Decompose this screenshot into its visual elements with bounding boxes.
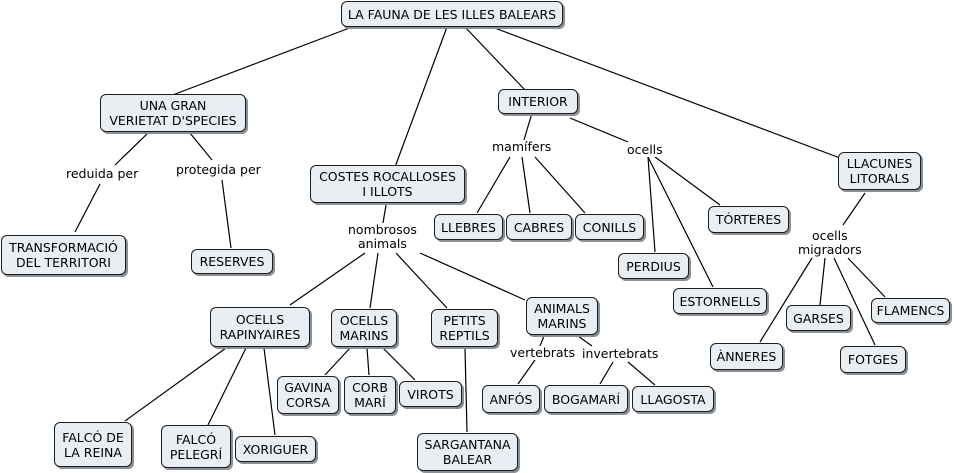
- concept-perdius[interactable]: PERDIUS: [618, 253, 689, 279]
- concept-torteres[interactable]: TÓRTERES: [708, 206, 789, 233]
- concept-fotges[interactable]: FOTGES: [840, 346, 906, 373]
- link-invertebrats: invertebrats: [581, 346, 660, 361]
- link-vertebrats: vertebrats: [509, 345, 576, 360]
- concept-llagosta[interactable]: LLAGOSTA: [632, 386, 714, 412]
- concept-xoriguer[interactable]: XORIGUER: [235, 436, 316, 462]
- concept-anfos[interactable]: ANFÓS: [482, 385, 540, 413]
- link-mamifers: mamífers: [491, 139, 553, 154]
- concept-costes[interactable]: COSTES ROCALLOSES I ILLOTS: [310, 165, 465, 203]
- concept-reserves[interactable]: RESERVES: [191, 249, 273, 274]
- link-ocells-interior: ocells: [626, 142, 664, 157]
- concept-conills[interactable]: CONILLS: [575, 214, 644, 240]
- concept-llebres[interactable]: LLEBRES: [434, 214, 503, 240]
- link-protegida-per: protegida per: [175, 162, 262, 177]
- concept-virots[interactable]: VIROTS: [399, 381, 462, 407]
- concept-corb[interactable]: CORB MARÍ: [344, 376, 396, 414]
- concept-sargantana[interactable]: SARGANTANA BALEAR: [417, 433, 518, 471]
- concept-falco-pelegri[interactable]: FALCÓ PELEGRÍ: [161, 425, 231, 468]
- link-ocells-migradors: ocells migradors: [797, 228, 863, 257]
- concept-bogamari[interactable]: BOGAMARÍ: [544, 385, 628, 413]
- concept-llacunes[interactable]: LLACUNES LITORALS: [838, 152, 921, 190]
- concept-rapinyaires[interactable]: OCELLS RAPINYAIRES: [210, 307, 310, 347]
- concept-gavina[interactable]: GAVINA CORSA: [277, 376, 339, 414]
- concept-root[interactable]: LA FAUNA DE LES ILLES BALEARS: [341, 1, 563, 27]
- concept-estornells[interactable]: ESTORNELLS: [673, 288, 767, 314]
- link-reduida-per: reduida per: [65, 166, 140, 181]
- concept-transformacio[interactable]: TRANSFORMACIÓ DEL TERRITORI: [1, 235, 126, 275]
- concept-animals-marins[interactable]: ANIMALS MARINS: [526, 297, 598, 335]
- concept-ocells-marins[interactable]: OCELLS MARINS: [331, 309, 397, 347]
- concept-interior[interactable]: INTERIOR: [498, 89, 578, 114]
- concept-falco-reina[interactable]: FALCÓ DE LA REINA: [54, 422, 132, 467]
- concept-petits-reptils[interactable]: PETITS REPTILS: [431, 309, 498, 347]
- concept-garses[interactable]: GARSES: [786, 305, 851, 331]
- concept-flamencs[interactable]: FLAMENCS: [871, 298, 950, 323]
- concept-cabres[interactable]: CABRES: [506, 214, 572, 240]
- link-nombrosos-animals: nombrosos animals: [347, 222, 418, 251]
- concept-varietat[interactable]: UNA GRAN VERIETAT D'SPECIES: [100, 94, 246, 132]
- concept-anneres[interactable]: ÀNNERES: [710, 343, 783, 370]
